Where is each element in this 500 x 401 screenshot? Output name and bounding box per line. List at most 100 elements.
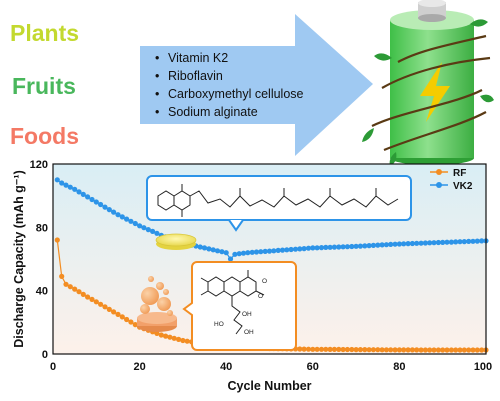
data-point-rf <box>344 346 350 353</box>
data-point-vk2 <box>245 250 251 256</box>
data-point-rf <box>479 347 485 353</box>
data-point-rf <box>124 316 130 323</box>
source-plants-label: Plants <box>10 20 79 46</box>
data-point-vk2 <box>266 248 273 254</box>
data-point-rf <box>305 346 312 352</box>
data-point-vk2 <box>223 250 229 256</box>
data-point-vk2 <box>197 244 203 250</box>
data-point-vk2 <box>214 248 221 254</box>
rf-sample-tablet-icon <box>137 276 177 332</box>
data-point-vk2 <box>124 216 130 222</box>
data-point-vk2 <box>115 212 121 218</box>
data-point-vk2 <box>470 238 476 244</box>
data-point-vk2 <box>336 244 342 250</box>
data-point-vk2 <box>288 246 294 253</box>
x-tick-label: 60 <box>307 361 319 373</box>
data-point-vk2 <box>85 194 91 200</box>
data-point-vk2 <box>111 209 117 215</box>
data-point-vk2 <box>262 248 268 254</box>
data-point-vk2 <box>310 245 316 251</box>
data-point-rf <box>106 306 112 312</box>
data-point-vk2 <box>227 256 234 262</box>
data-point-vk2 <box>323 244 329 250</box>
plot-frame <box>52 163 487 355</box>
data-point-vk2 <box>379 242 385 248</box>
data-point-vk2 <box>422 240 428 246</box>
data-point-vk2 <box>67 184 73 190</box>
material-item: Sodium alginate <box>168 105 258 119</box>
y-tick-label: 120 <box>30 159 48 171</box>
data-point-rf <box>128 319 134 325</box>
data-point-rf <box>357 347 363 353</box>
data-point-vk2 <box>396 241 402 247</box>
data-point-rf <box>409 347 415 353</box>
leaf-icon <box>362 128 374 142</box>
data-point-vk2 <box>249 249 255 255</box>
data-point-rf <box>379 347 385 353</box>
data-point-rf <box>370 347 376 353</box>
data-point-rf <box>167 334 173 340</box>
chart-legend: RF VK2 <box>430 168 473 192</box>
data-point-rf <box>405 347 411 353</box>
data-point-rf <box>63 281 69 287</box>
data-point-vk2 <box>383 242 389 248</box>
data-point-vk2 <box>401 241 407 247</box>
data-point-rf <box>102 304 108 310</box>
data-point-rf <box>132 322 138 328</box>
data-point-rf <box>427 347 433 353</box>
data-point-rf <box>362 347 368 353</box>
data-point-rf <box>180 337 186 344</box>
data-point-vk2 <box>150 228 156 234</box>
y-tick-label: 80 <box>36 222 48 234</box>
data-point-vk2 <box>279 247 286 253</box>
riboflavin-structure-icon <box>200 270 265 335</box>
data-point-rf <box>59 273 65 279</box>
data-point-vk2 <box>141 225 147 231</box>
data-point-rf <box>349 346 355 353</box>
data-point-rf <box>422 347 428 353</box>
data-point-rf <box>431 347 437 353</box>
data-point-vk2 <box>98 201 104 208</box>
data-point-vk2 <box>236 251 242 257</box>
data-point-vk2 <box>435 239 441 246</box>
x-tick-label: 0 <box>50 361 56 373</box>
lightning-bolt-icon <box>420 62 450 122</box>
data-point-rf <box>418 347 424 353</box>
axis-ticks: 0 20 40 60 80 100 0 40 80 120 <box>30 159 493 373</box>
data-point-rf <box>470 347 476 353</box>
x-tick-label: 80 <box>393 361 405 373</box>
data-point-vk2 <box>392 241 398 247</box>
material-item: Riboflavin <box>168 69 223 83</box>
data-point-rf <box>461 347 467 353</box>
data-point-vk2 <box>362 243 368 249</box>
vitamin-k2-structure-icon <box>157 184 399 217</box>
data-point-rf <box>93 299 99 305</box>
data-point-vk2 <box>327 244 333 250</box>
rf-molecule-callout: O O OH HO OH <box>182 261 297 351</box>
data-point-vk2 <box>206 246 212 252</box>
data-point-rf <box>453 347 459 353</box>
data-point-rf <box>474 347 480 353</box>
legend-marker-rf <box>436 169 442 175</box>
bullet-icon: • <box>155 51 159 65</box>
data-point-vk2 <box>414 240 420 246</box>
data-point-rf <box>336 346 342 352</box>
data-point-vk2 <box>418 240 424 246</box>
data-point-vk2 <box>145 227 151 233</box>
data-point-vk2 <box>301 246 307 252</box>
data-point-vk2 <box>427 240 433 246</box>
data-point-vk2 <box>219 249 225 255</box>
molecule-atom-label: O <box>258 293 263 300</box>
data-point-rf <box>457 347 463 353</box>
data-point-rf <box>310 346 316 352</box>
data-point-vk2 <box>366 243 372 249</box>
y-axis-label: Discharge Capacity (mAh g⁻¹) <box>12 170 26 347</box>
data-point-rf <box>158 332 164 338</box>
x-tick-label: 20 <box>133 361 145 373</box>
data-point-vk2 <box>132 220 138 227</box>
data-point-vk2 <box>106 207 112 213</box>
data-point-rf <box>444 347 450 353</box>
data-point-rf <box>318 346 325 352</box>
data-point-vk2 <box>479 238 485 244</box>
